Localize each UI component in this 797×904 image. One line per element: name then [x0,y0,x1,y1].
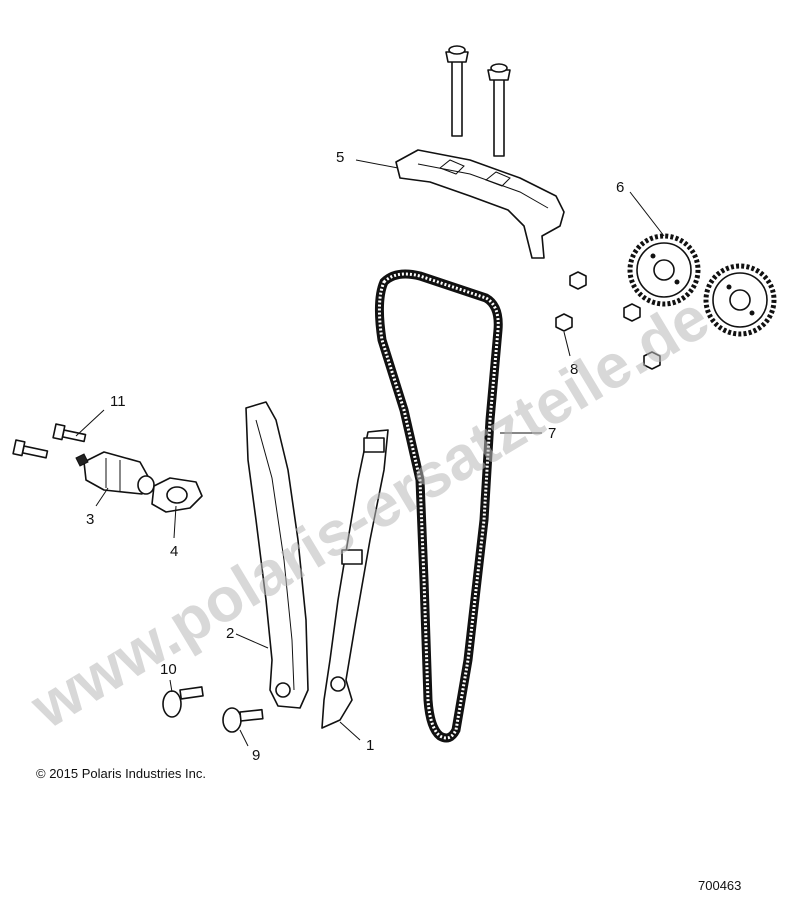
callout-2: 2 [226,625,234,642]
callout-8: 8 [570,361,578,378]
callout-3: 3 [86,511,94,528]
sprocket-bolts [555,271,661,370]
tensioner-gasket [151,477,203,513]
upper-chain-guide [395,149,565,259]
guide-bolt [222,707,264,733]
callout-6: 6 [616,179,624,196]
tensioner [75,451,155,495]
tensioner-blade [245,401,309,709]
tensioner-bolts [12,423,87,459]
cam-sprockets [627,233,777,337]
watermark-text: www.polaris-ersatzteile.de [19,283,721,743]
callout-5: 5 [336,149,344,166]
timing-chain [374,269,503,743]
callout-1: 1 [366,737,374,754]
blade-pivot-bolt [162,686,204,718]
callout-9: 9 [252,747,260,764]
leader-lines [75,159,665,747]
upper-guide-bolts [445,45,511,157]
callout-11: 11 [110,393,126,410]
copyright-notice: © 2015 Polaris Industries Inc. [36,766,206,781]
callout-labels: 1 2 3 4 5 6 7 8 9 10 11 [86,149,624,764]
chain-guide [321,429,389,729]
figure-number: 700463 [698,878,742,893]
callout-7: 7 [548,425,556,442]
callout-4: 4 [170,543,178,560]
callout-10: 10 [160,661,177,678]
